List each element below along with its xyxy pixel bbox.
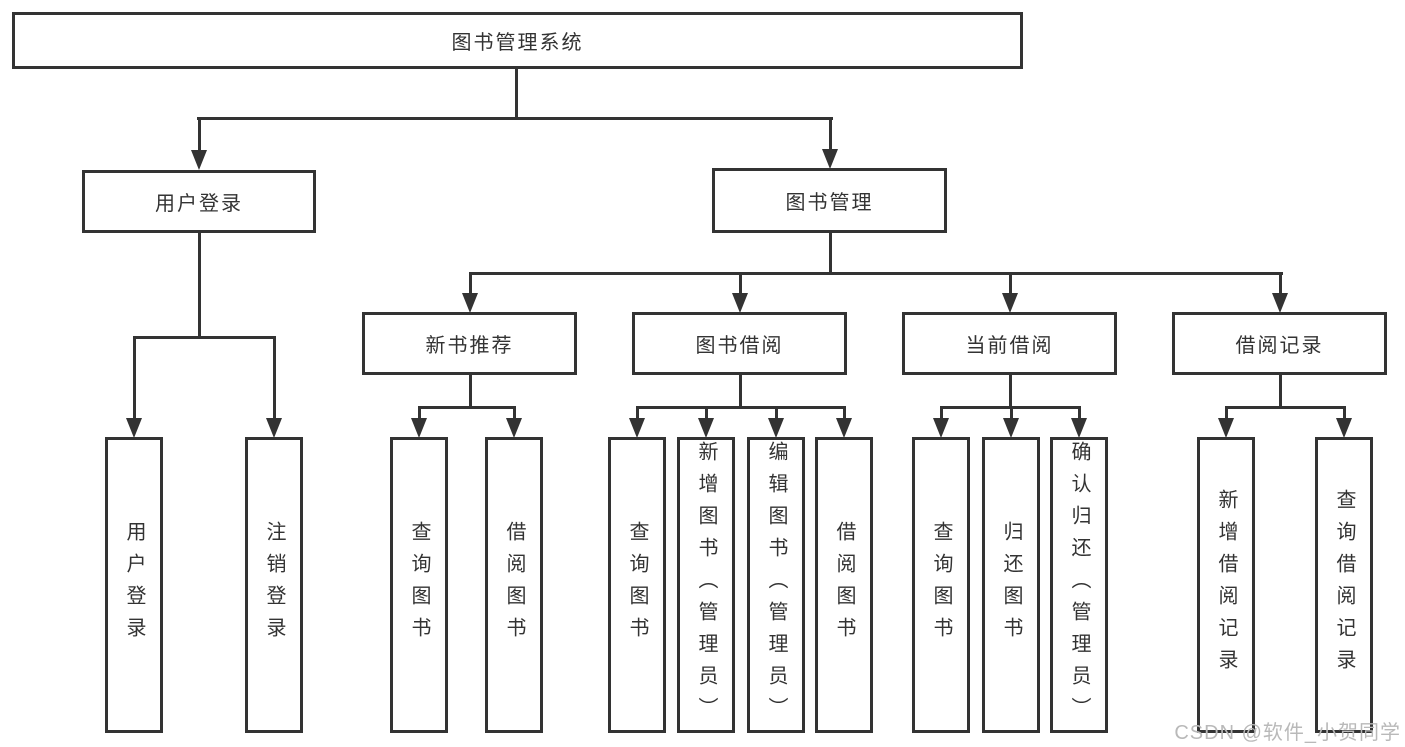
leaf-query-borrow-record-label: 查询借阅记录 [1333,489,1355,681]
connector-line [469,272,1283,275]
leaf-return-book-label: 归还图书 [1000,521,1022,649]
leaf-add-book-admin: 新增图书（管理员） [677,437,735,733]
connector-line [273,336,276,420]
node-borrowing-records-label: 借阅记录 [1235,335,1324,357]
connector-line [940,406,943,420]
node-new-book-recommendation-label: 新书推荐 [425,335,514,357]
connector-line [705,406,708,420]
leaf-borrow-books-label: 借阅图书 [833,521,855,649]
connector-line [636,406,639,420]
arrow-down-icon [1002,293,1018,313]
connector-line [1279,375,1282,408]
arrow-down-icon [732,293,748,313]
leaf-query-books-recommend-label: 查询图书 [408,521,430,649]
connector-line [636,406,846,409]
connector-line [739,272,742,296]
arrow-down-icon [822,149,838,169]
node-new-book-recommendation: 新书推荐 [362,312,577,375]
connector-line [133,336,136,420]
leaf-edit-book-admin-label: 编辑图书（管理员） [765,441,787,729]
node-book-management: 图书管理 [712,168,947,233]
leaf-borrow-books-recommend-label: 借阅图书 [503,521,525,649]
connector-line [1225,406,1346,409]
connector-line [1078,406,1081,420]
csdn-watermark: CSDN @软件_小贺同学 [1174,722,1401,744]
leaf-query-books-borrowing: 查询图书 [608,437,666,733]
connector-line [515,68,518,119]
connector-line [198,233,201,337]
arrow-down-icon [1272,293,1288,313]
connector-line [829,117,832,153]
arrow-down-icon [266,418,282,438]
node-current-borrowing: 当前借阅 [902,312,1117,375]
leaf-add-borrow-record: 新增借阅记录 [1197,437,1255,733]
leaf-logout-label: 注销登录 [263,521,285,649]
connector-line [1009,375,1012,408]
connector-line [418,406,421,420]
node-book-borrowing: 图书借阅 [632,312,847,375]
node-current-borrowing-label: 当前借阅 [965,335,1054,357]
connector-line [469,375,472,408]
arrow-down-icon [629,418,645,438]
connector-line [1010,406,1013,420]
connector-line [739,375,742,408]
leaf-user-login: 用户登录 [105,437,163,733]
leaf-add-book-admin-label: 新增图书（管理员） [695,441,717,729]
arrow-down-icon [836,418,852,438]
leaf-query-books-current-label: 查询图书 [930,521,952,649]
leaf-logout: 注销登录 [245,437,303,733]
connector-line [513,406,516,420]
arrow-down-icon [768,418,784,438]
node-user-login-label: 用户登录 [155,193,243,215]
connector-line [843,406,846,420]
leaf-user-login-label: 用户登录 [123,521,145,649]
node-borrowing-records: 借阅记录 [1172,312,1387,375]
arrow-down-icon [1218,418,1234,438]
arrow-down-icon [126,418,142,438]
arrow-down-icon [411,418,427,438]
leaf-query-books-borrowing-label: 查询图书 [626,521,648,649]
connector-line [829,233,832,275]
arrow-down-icon [933,418,949,438]
node-root: 图书管理系统 [12,12,1023,69]
arrow-down-icon [506,418,522,438]
arrow-down-icon [191,150,207,170]
arrow-down-icon [698,418,714,438]
connector-line [1225,406,1228,420]
connector-line [1009,272,1012,296]
arrow-down-icon [462,293,478,313]
connector-line [198,117,201,153]
leaf-add-borrow-record-label: 新增借阅记录 [1215,489,1237,681]
leaf-return-book: 归还图书 [982,437,1040,733]
leaf-query-borrow-record: 查询借阅记录 [1315,437,1373,733]
connector-line [133,336,275,339]
arrow-down-icon [1003,418,1019,438]
leaf-confirm-return-admin: 确认归还（管理员） [1050,437,1108,733]
node-book-management-label: 图书管理 [785,192,874,214]
connector-line [469,272,472,296]
leaf-borrow-books: 借阅图书 [815,437,873,733]
connector-line [1279,272,1282,296]
arrow-down-icon [1071,418,1087,438]
connector-line [1343,406,1346,420]
leaf-confirm-return-admin-label: 确认归还（管理员） [1068,441,1090,729]
leaf-query-books-current: 查询图书 [912,437,970,733]
leaf-query-books-recommend: 查询图书 [390,437,448,733]
node-root-label: 图书管理系统 [451,32,584,54]
node-book-borrowing-label: 图书借阅 [695,335,784,357]
arrow-down-icon [1336,418,1352,438]
node-user-login: 用户登录 [82,170,316,233]
connector-line [197,117,833,120]
connector-line [418,406,516,409]
leaf-borrow-books-recommend: 借阅图书 [485,437,543,733]
leaf-edit-book-admin: 编辑图书（管理员） [747,437,805,733]
connector-line [775,406,778,420]
